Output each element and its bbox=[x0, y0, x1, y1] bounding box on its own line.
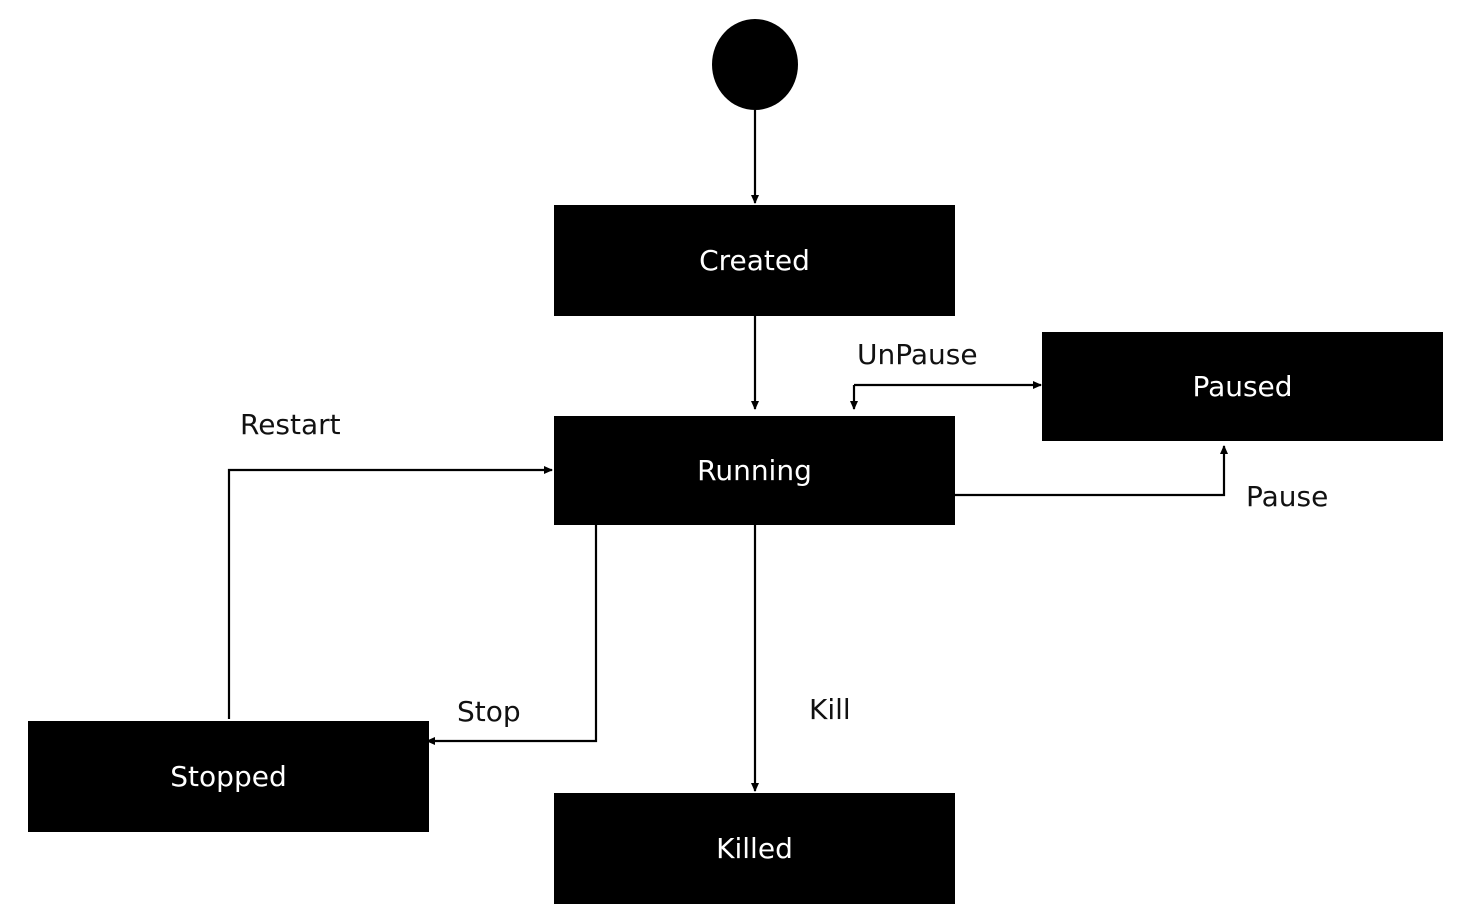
state-created-label: Created bbox=[699, 243, 810, 277]
state-running-label: Running bbox=[697, 453, 812, 487]
transition-unpause-label: UnPause bbox=[857, 338, 978, 371]
state-created: Created bbox=[554, 205, 955, 316]
arrow-running-to-stopped bbox=[426, 525, 598, 745]
transition-kill-label: Kill bbox=[809, 693, 851, 726]
transition-restart-label: Restart bbox=[240, 408, 341, 441]
state-killed: Killed bbox=[554, 793, 955, 904]
transition-pause-label: Pause bbox=[1246, 480, 1329, 513]
state-paused: Paused bbox=[1042, 332, 1443, 441]
state-killed-label: Killed bbox=[716, 831, 793, 865]
transition-stop-label: Stop bbox=[457, 695, 521, 728]
state-stopped: Stopped bbox=[28, 721, 429, 832]
arrow-running-to-paused bbox=[955, 445, 1228, 497]
arrow-stopped-to-running bbox=[227, 466, 553, 719]
initial-state-node bbox=[712, 19, 798, 110]
state-paused-label: Paused bbox=[1192, 369, 1293, 403]
state-stopped-label: Stopped bbox=[170, 759, 287, 793]
state-running: Running bbox=[554, 416, 955, 525]
